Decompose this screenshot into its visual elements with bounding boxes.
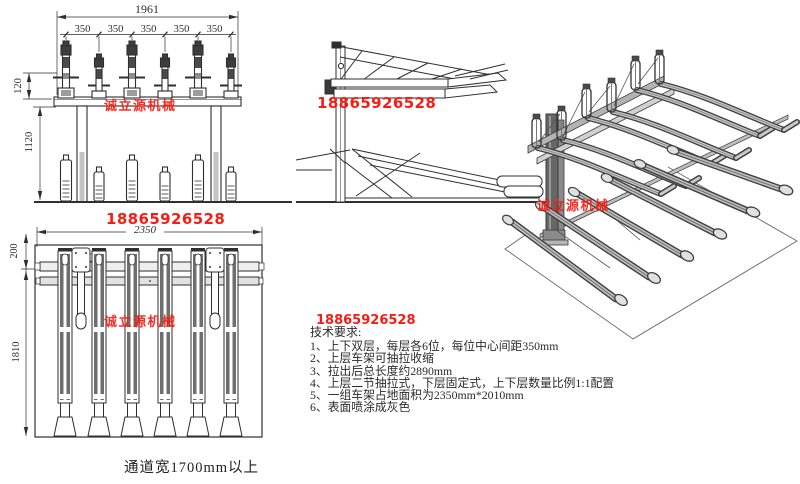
lower-rails (502, 145, 794, 307)
phone-side-view: 18865926528 (317, 94, 437, 112)
dim-pitch-4: 350 (174, 24, 190, 35)
plan-cross-rails (34, 261, 265, 286)
tech-note-2: 2、上层车架可抽拉收缩 (310, 351, 434, 366)
tech-note-1: 1、上下双层，每层各6位，每位中心间距350mm (310, 339, 559, 353)
isometric-view (502, 50, 797, 340)
lower-rail (633, 159, 761, 218)
telescoping-rails (330, 63, 509, 99)
dim-upper-offset: 120 (13, 78, 24, 94)
watermark-plan-view: 诚立源机械 (104, 315, 177, 330)
dim-total-width: 1961 (135, 2, 159, 16)
side-view (295, 41, 546, 203)
canopy-truss (324, 45, 498, 95)
dim-column-height: 1120 (24, 132, 35, 153)
watermark-front-view: 诚立源机械 (104, 99, 177, 114)
plan-dimensions: 2350 200 1810 (9, 223, 263, 436)
dim-rail-offset: 200 (9, 244, 20, 259)
dim-pitch-2: 350 (108, 24, 124, 35)
tech-notes: 技术要求: 1、上下双层，每层各6位，每位中心间距350mm 2、上层车架可抽拉… (310, 323, 614, 414)
lower-ramp (295, 148, 544, 199)
phone-plan-view: 18865926528 (106, 210, 226, 228)
dim-pitch-3: 350 (141, 24, 157, 35)
lower-rail (534, 200, 662, 285)
top-beam (53, 96, 242, 107)
front-view: 1961 350 350 350 350 350 120 1120 (13, 2, 292, 203)
plan-outline (34, 244, 263, 438)
lower-rail (502, 214, 628, 307)
dim-pitch-1: 350 (75, 24, 91, 35)
tech-note-3: 3、拉出后总长度约2890mm (310, 363, 453, 378)
dim-overall-width: 2350 (134, 224, 157, 236)
tech-note-4: 4、上层二节抽拉式，下层固定式，上下层数量比例1:1配置 (310, 375, 615, 390)
tech-note-5: 5、一组车架占地面积为2350mm*2010mm (310, 388, 524, 403)
tech-note-6: 6、表面喷涂成灰色 (310, 400, 411, 415)
dim-depth: 1810 (11, 342, 22, 363)
lower-rail (666, 145, 794, 196)
lower-rail (567, 186, 695, 262)
front-view-dimensions: 1961 350 350 350 350 350 120 1120 (13, 2, 239, 200)
watermark-iso-view: 诚立源机械 (537, 199, 610, 214)
plan-view: 2350 200 1810 (9, 223, 265, 438)
tech-notes-title: 技术要求: (310, 325, 362, 339)
lower-rail (600, 172, 728, 240)
phone-notes: 18865926528 (316, 313, 416, 328)
dim-pitch-5: 350 (207, 24, 223, 35)
aisle-width-caption: 通道宽1700mm以上 (124, 460, 260, 476)
